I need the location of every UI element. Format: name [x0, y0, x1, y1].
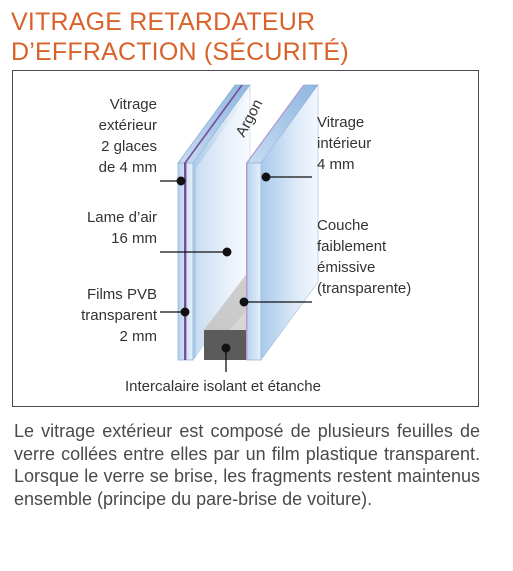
spacer-label: Intercalaire isolant et étanche [125, 378, 321, 395]
low-e-coating-label-line: (transparente) [317, 280, 412, 297]
pvb-films-label: Films PVB transparent 2 mm [81, 284, 157, 347]
outer-glazing-label-line: 2 glaces [101, 138, 157, 155]
outer-glazing-label-line: de 4 mm [98, 159, 157, 176]
description-paragraph: Le vitrage extérieur est composé de plus… [14, 421, 480, 509]
low-e-coating-label-line: faiblement [317, 238, 387, 255]
low-e-coating-label-line: émissive [317, 259, 376, 276]
pvb-films-label-line: 2 mm [119, 328, 158, 345]
title-line-1: VITRAGE RETARDATEUR [11, 8, 316, 36]
air-gap-label: Lame d’air 16 mm [87, 207, 157, 249]
title-line-2: D’EFFRACTION (SÉCURITÉ) [11, 38, 349, 66]
leader-lines [160, 172, 312, 372]
air-gap-label-line: 16 mm [111, 230, 157, 247]
low-e-coating [246, 85, 305, 360]
outer-glazing-label-line: extérieur [98, 117, 157, 134]
low-e-coating-label-line: Couche [317, 217, 369, 234]
pvb-films-label-line: Films PVB [86, 286, 157, 303]
air-gap-label-line: Lame d’air [86, 209, 157, 226]
diagram-frame [12, 70, 479, 407]
inner-glazing-label-line: Vitrage [317, 114, 365, 131]
pvb-films-label-line: transparent [81, 307, 157, 324]
inner-glazing-pane [246, 84, 319, 361]
outer-glazing-label: Vitrage extérieur 2 glaces de 4 mm [99, 94, 157, 178]
description-text: Le vitrage extérieur est composé de plus… [14, 420, 480, 510]
low-e-coating-label: Couche faiblement émissive (transparente… [317, 215, 411, 299]
outer-glazing-label-line: Vitrage [109, 96, 157, 113]
inner-glazing-label: Vitrage intérieur 4 mm [317, 112, 371, 175]
pvb-film [184, 85, 243, 360]
inner-glazing-label-line: intérieur [317, 135, 372, 152]
inner-glazing-label-line: 4 mm [317, 156, 355, 173]
